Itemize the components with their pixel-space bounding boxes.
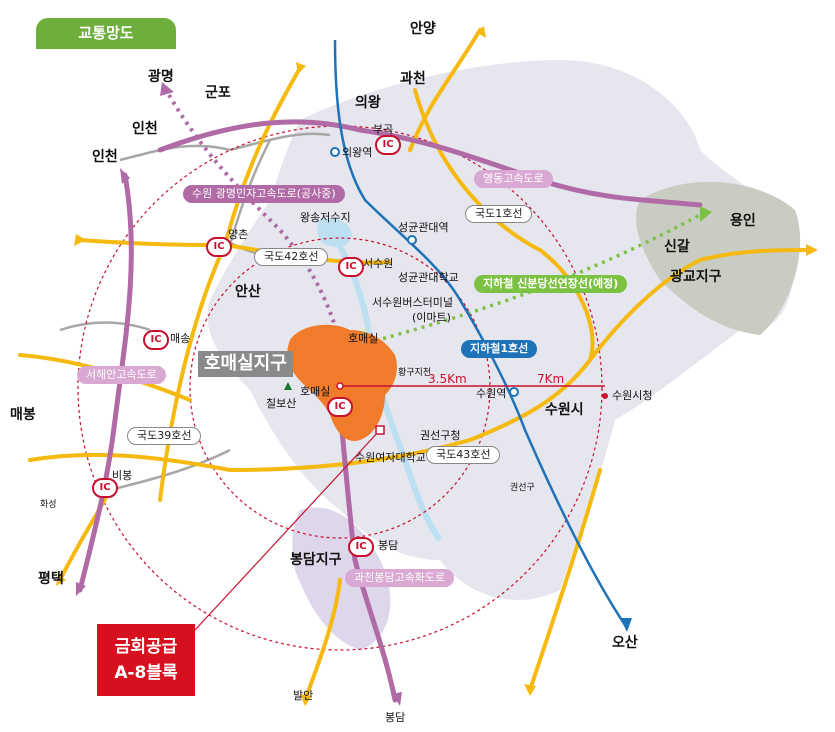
station-uiwang bbox=[330, 147, 340, 157]
city-pyeongtaek: 평택 bbox=[38, 571, 64, 587]
badge-route42: 국도42호선 bbox=[254, 248, 329, 266]
ic-bongdam: IC bbox=[348, 537, 374, 557]
station-sungkyunkwan bbox=[407, 235, 417, 245]
supply-line1: 금회공급 bbox=[114, 637, 178, 657]
badge-gwacheon-bongdam: 과천봉담고속화도로 bbox=[345, 569, 455, 587]
ic-maesong: IC bbox=[143, 330, 169, 350]
place-emart: (이마트) bbox=[412, 311, 451, 324]
place-sungkyunkwan-station: 성균관대역 bbox=[398, 221, 449, 234]
subway-arrow bbox=[620, 618, 632, 632]
place-sungkyunkwan-univ: 성균관대학교 bbox=[398, 271, 459, 284]
place-hwanggujicheon: 황구지천 bbox=[398, 368, 432, 378]
city-ansan: 안산 bbox=[235, 284, 261, 300]
place-bibong: 비봉 bbox=[112, 469, 133, 482]
place-wangsong-reservoir: 왕송저수지 bbox=[300, 211, 351, 224]
city-anyang: 안양 bbox=[410, 21, 436, 37]
district-bongdam: 봉담지구 bbox=[290, 552, 342, 568]
ring-outer bbox=[77, 125, 603, 651]
place-maesong: 매송 bbox=[170, 332, 191, 345]
place-suwon-cityhall: 수원시청 bbox=[612, 389, 653, 402]
city-hall-dot bbox=[602, 393, 608, 399]
city-incheon-b: 인천 bbox=[92, 149, 118, 165]
city-gwacheon: 과천 bbox=[400, 71, 426, 87]
road-arrows bbox=[56, 26, 818, 706]
map-title: 교통망도 bbox=[36, 18, 176, 48]
place-homaesil-station: 호매실 bbox=[348, 332, 379, 345]
place-gwonseon-office: 권선구청 bbox=[420, 429, 461, 442]
badge-route43: 국도43호선 bbox=[426, 446, 501, 464]
expressway-arrows bbox=[76, 82, 402, 706]
reservoir bbox=[317, 218, 352, 247]
city-osan: 오산 bbox=[612, 635, 638, 651]
distance-start bbox=[336, 382, 344, 390]
ic-yangchon: IC bbox=[206, 237, 232, 257]
place-uiwang-station: 의왕역 bbox=[342, 146, 373, 159]
suwon-region bbox=[207, 60, 794, 600]
place-gwonseon-gu: 권선구 bbox=[510, 483, 535, 493]
distance-3-5km: 3.5Km bbox=[428, 372, 467, 386]
place-suwon-womens-univ: 수원여자대학교 bbox=[355, 451, 426, 464]
city-incheon-a: 인천 bbox=[132, 121, 158, 137]
ic-bugok: IC bbox=[375, 135, 401, 155]
city-gunpo: 군포 bbox=[205, 85, 231, 101]
badge-subway-line1: 지하철1호선 bbox=[461, 340, 538, 358]
badge-route39: 국도39호선 bbox=[127, 427, 202, 445]
expressways bbox=[77, 119, 703, 703]
supply-marker bbox=[375, 425, 385, 435]
place-seosuwon: 서수원 bbox=[363, 257, 394, 270]
supply-pointer bbox=[194, 429, 381, 631]
place-baran: 발안 bbox=[293, 689, 314, 702]
city-suwon: 수원시 bbox=[545, 402, 584, 418]
ic-bibong: IC bbox=[92, 478, 118, 498]
badge-subway-extension: 지하철 신분당선연장선(예정) bbox=[474, 275, 628, 293]
city-uiwang: 의왕 bbox=[355, 95, 381, 111]
badge-suwon-gwangmyeong-expressway: 수원 광명민자고속도로(공사중) bbox=[183, 185, 345, 203]
city-yongin: 용인 bbox=[730, 213, 756, 229]
badge-yeongdong-expressway: 영동고속도로 bbox=[474, 170, 553, 188]
badge-route1: 국도1호선 bbox=[465, 205, 533, 223]
place-yangchon: 양촌 bbox=[228, 228, 249, 241]
homaesil-district-label: 호매실지구 bbox=[198, 351, 293, 377]
place-suwon-station: 수원역 bbox=[476, 387, 507, 400]
place-bugok: 부곡 bbox=[373, 123, 394, 136]
ic-homaesil: IC bbox=[327, 397, 353, 417]
title-underline bbox=[36, 46, 176, 49]
place-bongdam-south: 봉담 bbox=[385, 711, 406, 724]
place-chilbosan: 칠보산 bbox=[266, 397, 297, 410]
station-suwon bbox=[509, 387, 519, 397]
city-singal: 신갈 bbox=[664, 239, 690, 255]
place-bongdam-ic: 봉담 bbox=[378, 539, 399, 552]
ic-seosuwon: IC bbox=[338, 257, 364, 277]
extension-arrow bbox=[700, 206, 712, 222]
city-gwangmyeong: 광명 bbox=[148, 69, 174, 85]
district-gwanggyo: 광교지구 bbox=[670, 269, 722, 285]
gwanggyo-region bbox=[636, 181, 801, 335]
city-maebong: 매봉 bbox=[10, 407, 36, 423]
mountain-icon bbox=[284, 382, 292, 390]
place-bus-terminal: 서수원버스터미널 bbox=[372, 296, 453, 309]
distance-7km: 7Km bbox=[537, 372, 565, 386]
ring-inner bbox=[189, 237, 491, 539]
supply-line2: A-8블록 bbox=[114, 663, 178, 683]
supply-box: 금회공급 A-8블록 bbox=[97, 624, 195, 696]
place-hwaseong: 화성 bbox=[40, 500, 57, 510]
badge-seohaean-expressway: 서해안고속도로 bbox=[77, 366, 166, 384]
place-homaesil-ic: 호매실 bbox=[300, 385, 331, 398]
subway-line1 bbox=[333, 39, 627, 626]
